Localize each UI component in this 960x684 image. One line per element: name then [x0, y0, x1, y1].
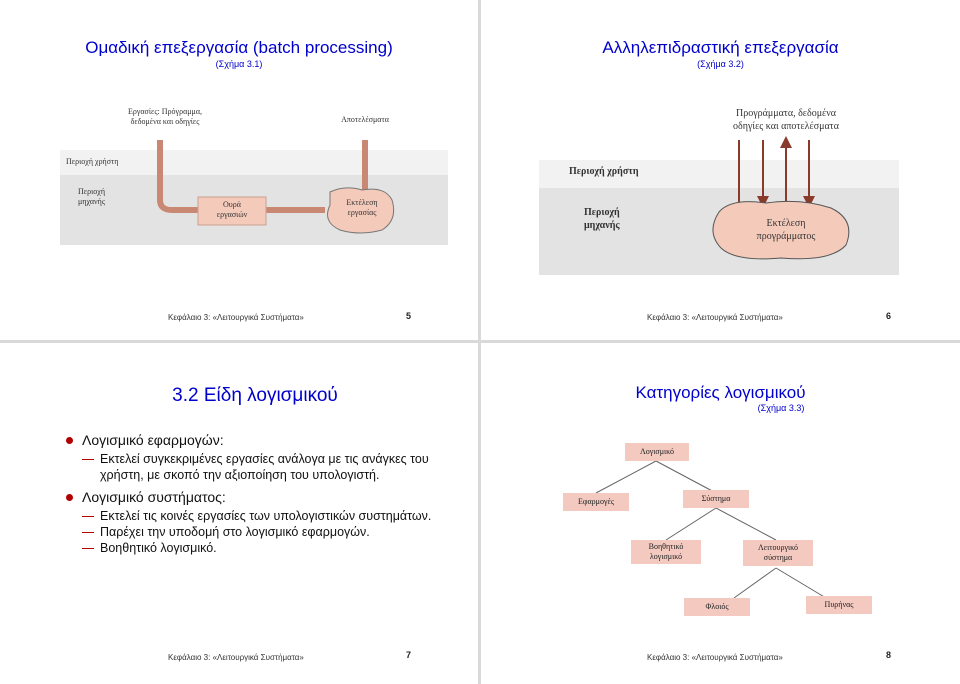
edge-os-shell [733, 567, 777, 599]
slide-footer: Κεφάλαιο 3: «Λειτουργικά Συστήματα» [168, 653, 304, 662]
edge-root-apps [595, 460, 657, 494]
sub-bullet: Βοηθητικό λογισμικό. [66, 540, 446, 556]
page-number: 6 [886, 311, 892, 321]
slide-7: 3.2 Είδη λογισμικού Λογισμικό εφαρμογών:… [0, 343, 478, 684]
slide-title: 3.2 Είδη λογισμικού [172, 385, 338, 406]
exec-blob [327, 187, 395, 234]
sub-bullet: Εκτελεί συγκεκριμένες εργασίες ανάλογα μ… [66, 451, 446, 484]
slide-footer: Κεφάλαιο 3: «Λειτουργικά Συστήματα» [647, 313, 783, 322]
input-flow-path [157, 140, 198, 213]
node-software: Λογισμικό [625, 443, 689, 461]
slide-subtitle: (Σχήμα 3.1) [215, 59, 263, 69]
slide-6: Αλληλεπιδραστική επεξεργασία (Σχήμα 3.2)… [481, 0, 960, 340]
slide-footer: Κεφάλαιο 3: «Λειτουργικά Συστήματα» [168, 313, 304, 322]
slide-title: Αλληλεπιδραστική επεξεργασία [602, 38, 839, 57]
user-area-label: Περιοχή χρήστη [569, 166, 639, 177]
page-number: 8 [886, 650, 892, 660]
slide-5: Ομαδική επεξεργασία (batch processing) (… [0, 0, 478, 340]
slide-title: Ομαδική επεξεργασία (batch processing) [85, 38, 393, 57]
user-area-band [60, 150, 448, 175]
interactive-flow-svg [712, 136, 850, 260]
page-number: 7 [406, 650, 412, 660]
edge-system-os [715, 507, 777, 541]
sub-bullet: Παρέχει την υποδομή στο λογισμικό εφαρμο… [66, 524, 446, 540]
node-system: Σύστημα [683, 490, 749, 508]
slide-subtitle: (Σχήμα 3.3) [757, 403, 805, 413]
output-label: Αποτελέσματα [341, 115, 389, 124]
exec-blob [712, 200, 850, 260]
node-kernel: Πυρήνας [806, 596, 872, 614]
slide-title: Κατηγορίες λογισμικού [635, 383, 806, 402]
edge-system-utility [665, 507, 717, 541]
user-area-label: Περιοχή χρήστη [66, 157, 119, 166]
bullet-app-software: Λογισμικό εφαρμογών: [66, 431, 446, 449]
page-number: 5 [406, 311, 412, 321]
edge-root-system [655, 460, 717, 494]
user-area-band [539, 160, 899, 188]
tree-lines-svg [595, 460, 827, 599]
input-label: Εργασίες: Πρόγραμμα,δεδομένα και οδηγίες [127, 107, 203, 126]
batch-flow-svg [157, 140, 395, 234]
slide-subtitle: (Σχήμα 3.2) [697, 59, 744, 69]
bullet-list: Λογισμικό εφαρμογών: Εκτελεί συγκεκριμέν… [66, 431, 446, 557]
slide-8: Κατηγορίες λογισμικού (Σχήμα 3.3) Λογισμ… [481, 343, 960, 684]
slide-footer: Κεφάλαιο 3: «Λειτουργικά Συστήματα» [647, 653, 783, 662]
bullet-system-software: Λογισμικό συστήματος: [66, 488, 446, 506]
node-shell: Φλοιός [684, 598, 750, 616]
edge-os-kernel [775, 567, 827, 599]
node-applications: Εφαρμογές [563, 493, 629, 511]
queue-box [197, 196, 267, 226]
sub-bullet: Εκτελεί τις κοινές εργασίες των υπολογισ… [66, 508, 446, 524]
